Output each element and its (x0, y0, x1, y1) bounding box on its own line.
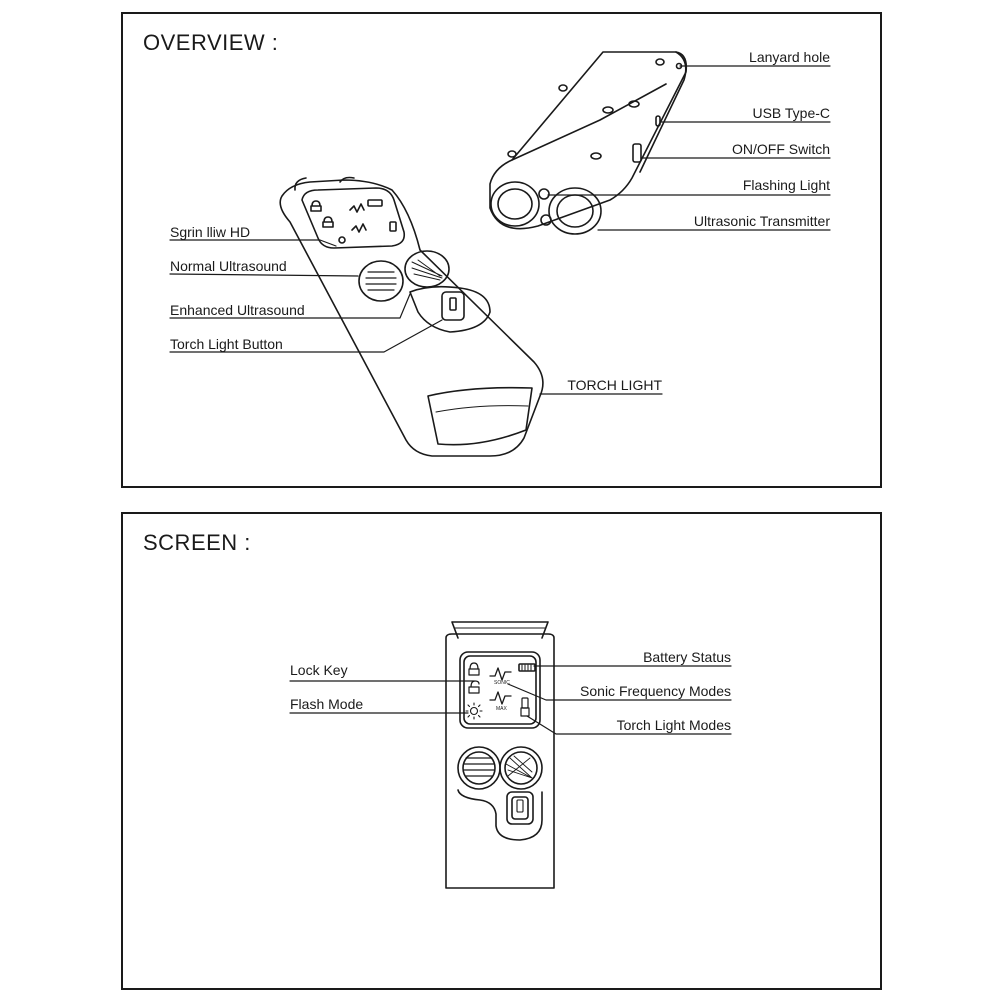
device-front-view (279, 176, 544, 457)
screen-display-outer (459, 651, 541, 729)
front-battery (367, 199, 383, 207)
flashing-light-led (538, 188, 550, 200)
screen-sonic-text: SONIC (494, 680, 510, 686)
screen-title: SCREEN : (143, 530, 251, 555)
lock-key-closed-icon (468, 662, 480, 676)
front-torch-button (441, 291, 465, 321)
overview-title: OVERVIEW : (143, 30, 279, 55)
lock-key-open-icon (468, 680, 480, 694)
screen-max-text: MAX (496, 706, 508, 712)
label-ultrasonic-transmitter: Ultrasonic Transmitter (694, 213, 830, 229)
screen-panel: SCREEN : (121, 512, 882, 990)
battery-status-icon (518, 663, 536, 672)
label-lanyard-hole: Lanyard hole (749, 49, 830, 65)
label-display: Sgrin lliw HD (170, 224, 250, 240)
label-battery-status: Battery Status (643, 649, 731, 665)
front-normal-ultrasound-button (358, 260, 404, 302)
usb-port (655, 115, 661, 127)
sonic-wave-icon-2 (489, 691, 512, 705)
label-torch-light-button: Torch Light Button (170, 336, 283, 352)
sonic-wave-icon-1 (489, 667, 512, 681)
front-display (301, 187, 406, 249)
device-screen-view (445, 621, 555, 889)
label-torch-light: TORCH LIGHT (567, 377, 662, 393)
label-flashing-light: Flashing Light (743, 177, 830, 193)
screen-normal-ultrasound-button (457, 746, 501, 790)
on-off-switch (632, 143, 642, 163)
screen-leader-lines (289, 665, 732, 735)
overview-leader-lines (169, 65, 831, 395)
ultrasonic-emitter-left (490, 181, 540, 227)
front-torch-lens (427, 386, 533, 446)
label-flash-mode: Flash Mode (290, 696, 363, 712)
device-rear-view (489, 51, 688, 235)
label-on-off-switch: ON/OFF Switch (732, 141, 830, 157)
overview-panel: OVERVIEW : (121, 12, 882, 488)
label-sonic-frequency-modes: Sonic Frequency Modes (580, 683, 731, 699)
label-lock-key: Lock Key (290, 662, 348, 678)
screen-display-inner (463, 655, 537, 725)
label-enhanced-ultrasound: Enhanced Ultrasound (170, 302, 305, 318)
screen-torch-button (506, 791, 534, 825)
screen-device-body (445, 633, 555, 889)
ultrasonic-emitter-right (548, 187, 602, 235)
label-normal-ultrasound: Normal Ultrasound (170, 258, 287, 274)
torch-light-mode-icon (520, 697, 530, 717)
flash-mode-icon (465, 702, 483, 720)
screen-enhanced-ultrasound-button (499, 746, 543, 790)
label-torch-light-modes: Torch Light Modes (617, 717, 731, 733)
label-usb-type-c: USB Type-C (752, 105, 830, 121)
